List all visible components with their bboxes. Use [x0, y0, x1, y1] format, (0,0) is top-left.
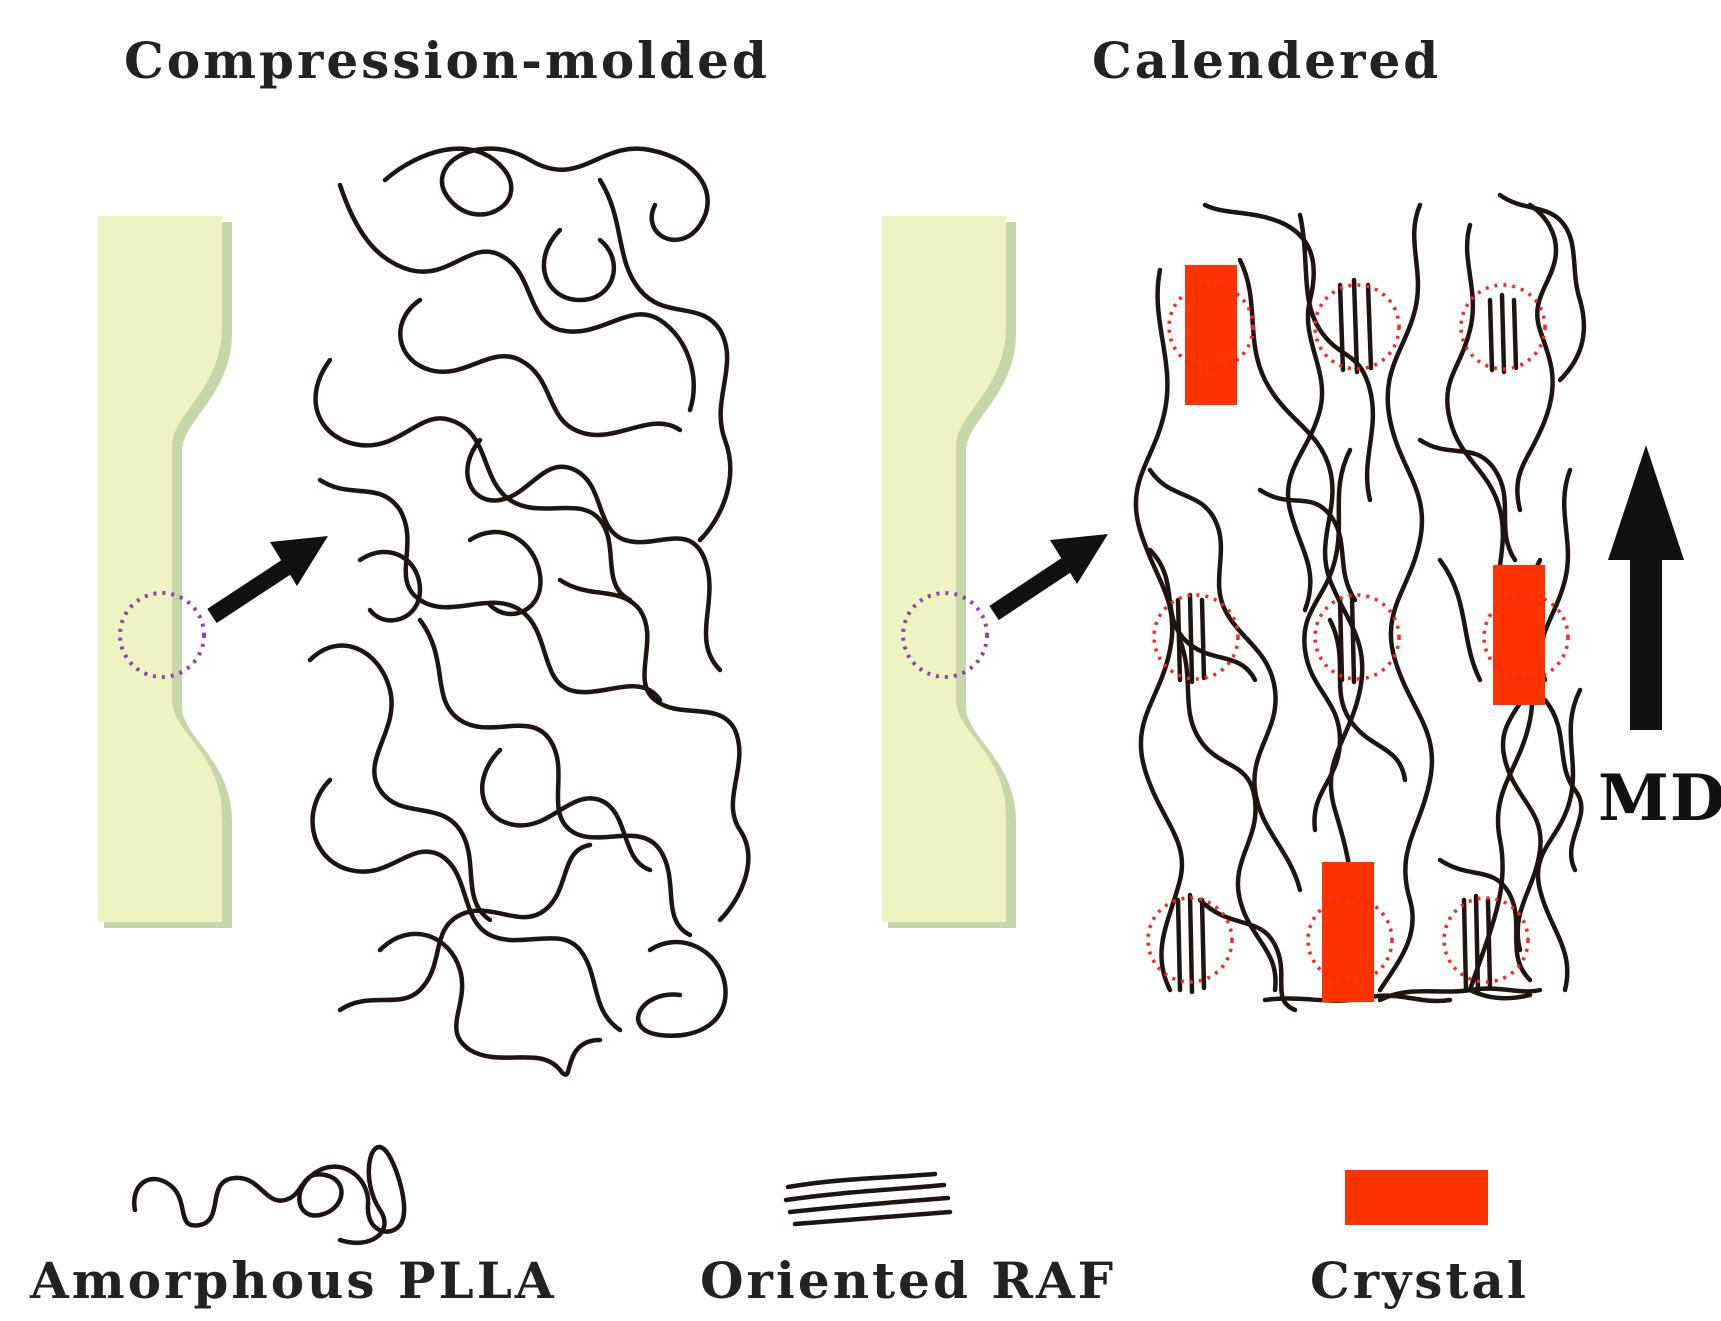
title-compression-molded: Compression-molded	[124, 31, 770, 90]
crystal-block	[1185, 265, 1237, 405]
raf-circle	[1459, 283, 1547, 371]
raf-bundle-bottom-right	[1461, 893, 1493, 995]
raf-circle	[1482, 593, 1570, 681]
raf-bundle-mid-middle	[1337, 593, 1357, 685]
amorphous-chain-network	[307, 146, 751, 1077]
zoom-arrow-right	[989, 534, 1108, 621]
machine-direction-arrow	[1608, 445, 1684, 730]
crystal-swatch	[1345, 1170, 1488, 1225]
raf-circle	[1442, 896, 1530, 984]
raf-circle	[1152, 593, 1240, 681]
amorphous-chain-icon	[131, 1145, 407, 1246]
oriented-chain-network	[1133, 192, 1587, 1013]
specimen-left	[98, 216, 232, 928]
legend-amorphous-label: Amorphous PLLA	[29, 1251, 557, 1310]
raf-bundle-top-middle	[1337, 277, 1374, 375]
crystal-block	[1493, 565, 1545, 705]
raf-circle	[1167, 283, 1255, 371]
crystal-block	[1322, 862, 1374, 1002]
raf-highlight-circles	[1146, 283, 1570, 984]
highlight-circle-right-specimen	[901, 591, 989, 679]
raf-circle	[1313, 593, 1401, 681]
oriented-raf-icon	[783, 1171, 953, 1227]
legend-crystal: Crystal	[1310, 1170, 1529, 1310]
raf-circle	[1313, 283, 1401, 371]
legend-oriented-label: Oriented RAF	[700, 1251, 1116, 1310]
highlight-circle-left	[118, 591, 206, 679]
legend-oriented: Oriented RAF	[700, 1171, 1116, 1310]
title-calendered: Calendered	[1092, 31, 1441, 90]
raf-bundle-top-right	[1487, 292, 1519, 375]
md-label: MD	[1598, 761, 1721, 836]
legend-crystal-label: Crystal	[1310, 1251, 1529, 1310]
raf-circle	[1306, 896, 1394, 984]
zoom-arrow-left	[207, 536, 328, 624]
specimen-right	[882, 216, 1016, 928]
raf-bundle-mid-left	[1175, 592, 1207, 685]
legend-amorphous: Amorphous PLLA	[29, 1145, 557, 1310]
raf-circle	[1146, 896, 1234, 984]
raf-bundle-bottom-left	[1175, 892, 1207, 995]
